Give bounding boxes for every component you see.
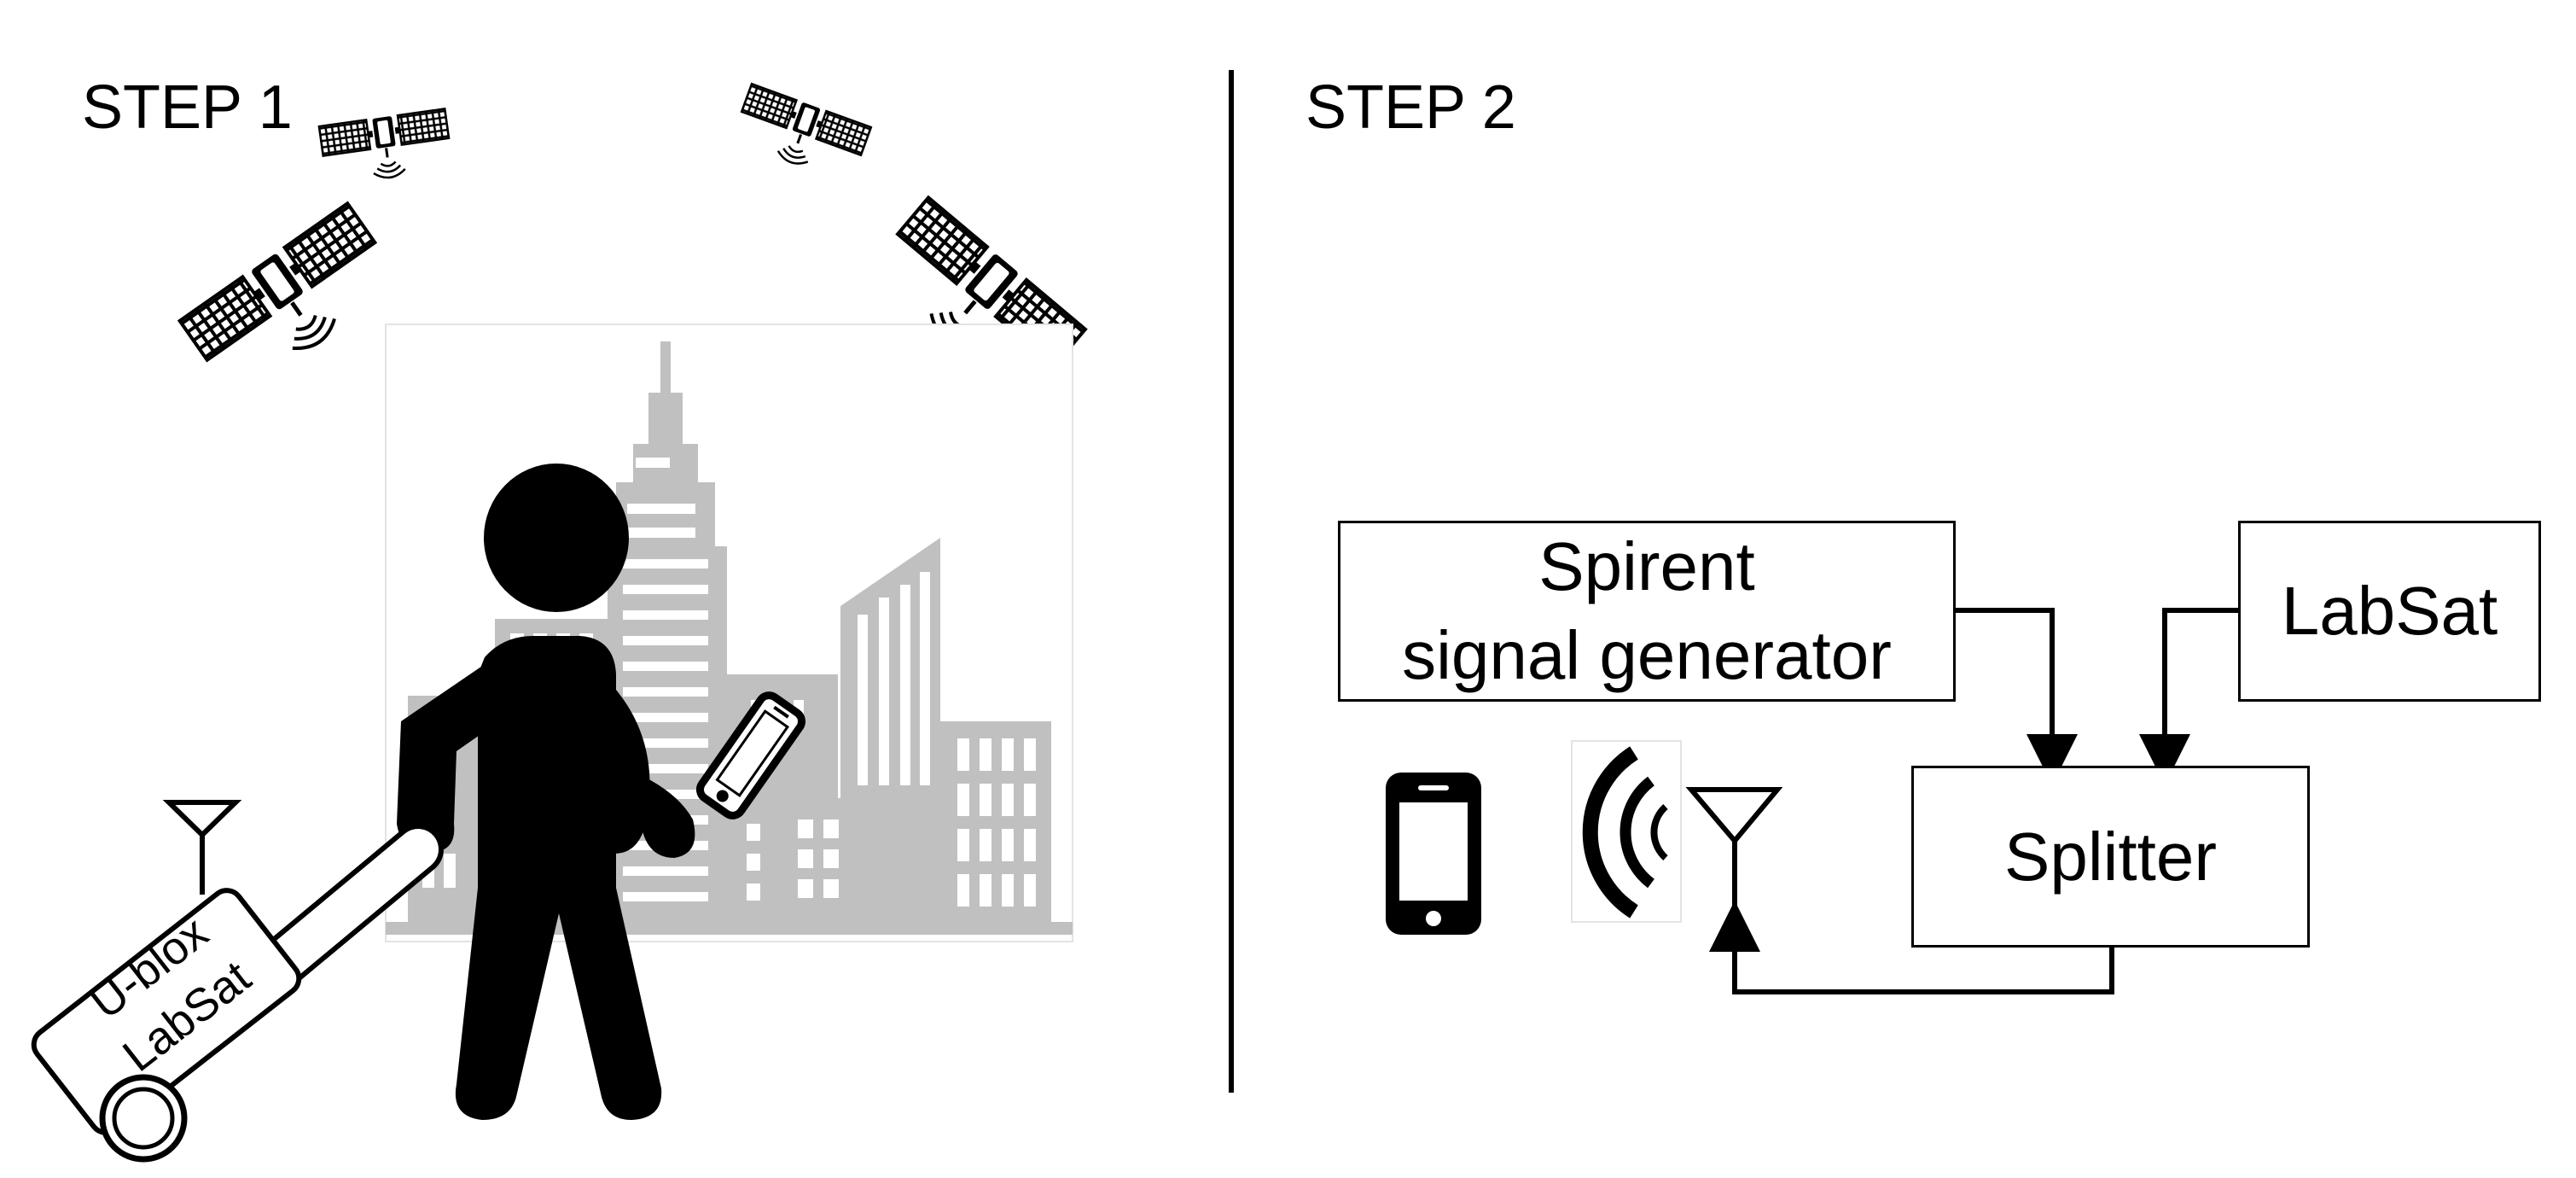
step2-label: STEP 2 [1305,73,1516,142]
wireless-signal-icon [1571,740,1682,923]
vertical-divider [1229,70,1234,1093]
smartphone-icon [695,691,806,819]
connector-labsat-splitter [2139,608,2240,785]
step1-label: STEP 1 [82,73,293,142]
spirent-signal-generator-box: Spirent signal generator [1338,521,1956,702]
smartphone-icon [1386,773,1481,935]
connector-spirent-splitter [1954,608,2078,785]
connector-splitter-antenna [1709,901,2114,994]
spirent-label-line2: signal generator [1402,617,1892,693]
spirent-label-line1: Spirent [1538,528,1755,604]
splitter-box: Splitter [1911,766,2310,948]
antenna-icon [1685,787,1783,926]
splitter-label: Splitter [2004,818,2217,895]
labsat-label: LabSat [2281,573,2498,649]
person-icon [397,464,695,1120]
labsat-box: LabSat [2238,521,2541,702]
